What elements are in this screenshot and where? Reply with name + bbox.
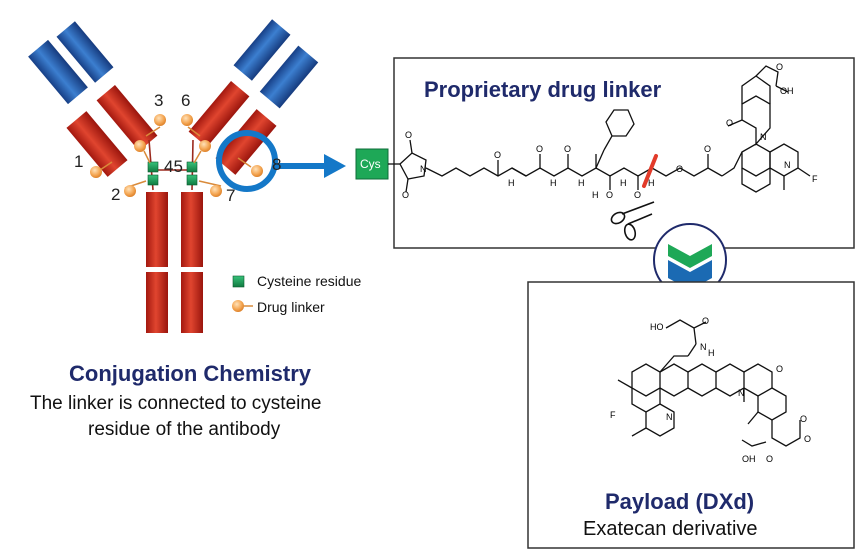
linker-atom: O bbox=[564, 144, 572, 154]
payload-atom: HO bbox=[650, 322, 664, 332]
cysteine-residue bbox=[147, 174, 159, 186]
drug-linker-node bbox=[251, 165, 263, 177]
antibody bbox=[28, 19, 346, 333]
linker-atom: OH bbox=[780, 86, 794, 96]
payload-atom: O bbox=[776, 364, 784, 374]
payload-atom: OH bbox=[742, 454, 756, 464]
linker-atom: O bbox=[634, 190, 642, 200]
conjugation-description-line1: The linker is connected to cysteine bbox=[30, 393, 322, 414]
drug-linker-node bbox=[199, 140, 211, 152]
left-heavy-chain-variable bbox=[56, 21, 114, 83]
payload-atom: N bbox=[666, 412, 673, 422]
drug-linker-node bbox=[134, 140, 146, 152]
cysteine-residue bbox=[186, 174, 198, 186]
linker-atom: O bbox=[676, 164, 684, 174]
drug-linker-node bbox=[124, 185, 136, 197]
site-label-2: 2 bbox=[111, 185, 121, 204]
right-light-chain-variable bbox=[259, 45, 319, 109]
legend-cysteine-label: Cysteine residue bbox=[257, 273, 362, 289]
left-light-chain-constant bbox=[66, 111, 128, 177]
cleavage-site-mark bbox=[642, 154, 658, 188]
site-label-45: 45 bbox=[164, 157, 183, 176]
linker-atom: O bbox=[402, 190, 410, 200]
linker-atom: H bbox=[592, 190, 599, 200]
payload-atom: O bbox=[800, 414, 808, 424]
conjugation-description-line2: residue of the antibody bbox=[88, 419, 281, 440]
site-label-7: 7 bbox=[226, 186, 236, 205]
scissors-icon bbox=[610, 201, 655, 241]
linker-structure bbox=[388, 65, 811, 193]
site-label-1: 1 bbox=[74, 152, 84, 171]
linker-atom: O bbox=[704, 144, 712, 154]
cysteine-residue bbox=[147, 161, 159, 173]
linker-atom: N bbox=[784, 160, 791, 170]
payload-atom: N bbox=[738, 388, 745, 398]
zoom-arrow bbox=[273, 154, 346, 178]
fc-right-ch2 bbox=[181, 192, 203, 267]
fc-right-ch3 bbox=[181, 272, 203, 333]
site-label-6: 6 bbox=[181, 91, 191, 110]
linker-atom: N bbox=[760, 132, 767, 142]
linker-atom: O bbox=[606, 190, 614, 200]
left-light-chain-variable bbox=[28, 39, 88, 105]
drug-linker-node bbox=[181, 114, 193, 126]
linker-atom: O bbox=[536, 144, 544, 154]
linker-atom: H bbox=[648, 178, 655, 188]
linker-atom: O bbox=[405, 130, 413, 140]
right-heavy-chain-variable bbox=[233, 19, 291, 81]
fc-left-ch2 bbox=[146, 192, 168, 267]
linker-atom: O bbox=[494, 150, 502, 160]
zoom-circle bbox=[216, 130, 278, 192]
linker-atom: F bbox=[812, 174, 818, 184]
legend-drug-label: Drug linker bbox=[257, 299, 325, 315]
fc-left-ch3 bbox=[146, 272, 168, 333]
payload-box-subtitle: Exatecan derivative bbox=[583, 518, 758, 540]
cys-badge-label: Cys bbox=[360, 157, 381, 171]
right-light-chain-constant bbox=[215, 109, 277, 175]
right-heavy-chain-ch1 bbox=[188, 81, 250, 147]
linker-atom: H bbox=[620, 178, 627, 188]
left-heavy-chain-ch1 bbox=[96, 85, 158, 151]
conjugation-title: Conjugation Chemistry bbox=[69, 361, 312, 386]
linker-box-title: Proprietary drug linker bbox=[424, 77, 662, 102]
payload-atom: O bbox=[804, 434, 812, 444]
drug-linker-node bbox=[154, 114, 166, 126]
payload-box-title: Payload (DXd) bbox=[605, 489, 755, 514]
linker-atom: O bbox=[726, 118, 734, 128]
payload-atom: O bbox=[702, 316, 710, 326]
linker-atom: O bbox=[776, 62, 784, 72]
legend-drug-symbol bbox=[232, 300, 253, 312]
linker-atom: N bbox=[420, 164, 427, 174]
payload-atom: N bbox=[700, 342, 707, 352]
cysteine-residue bbox=[186, 161, 198, 173]
payload-atom: H bbox=[708, 348, 715, 358]
payload-structure bbox=[617, 319, 801, 447]
drug-linker-node bbox=[90, 166, 102, 178]
linker-atom: H bbox=[550, 178, 557, 188]
drug-linker-node bbox=[210, 185, 222, 197]
payload-atom: F bbox=[610, 410, 616, 420]
legend-cysteine-symbol bbox=[232, 275, 245, 288]
site-label-3: 3 bbox=[154, 91, 164, 110]
site-label-8: 8 bbox=[272, 155, 282, 174]
linker-atom: H bbox=[578, 178, 585, 188]
payload-atom: O bbox=[766, 454, 774, 464]
linker-atom: H bbox=[508, 178, 515, 188]
